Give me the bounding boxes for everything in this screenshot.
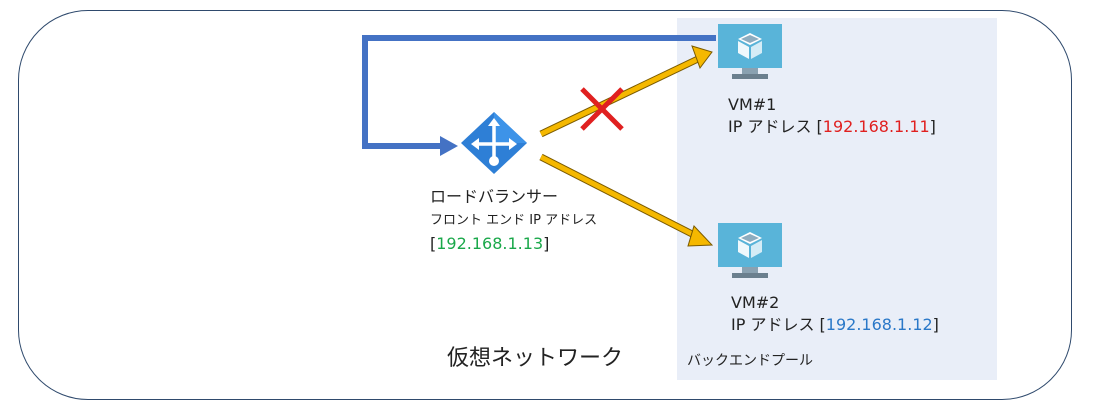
vm1-ip-line: IP アドレス [192.168.1.11]	[728, 117, 936, 136]
frontend-ip-address: 192.168.1.13	[436, 234, 544, 253]
load-balancer-icon	[461, 112, 527, 174]
virtual-machine-icon	[718, 24, 782, 79]
backend-pool-label: バックエンドプール	[687, 353, 813, 369]
traffic-arrow-vm2-head	[687, 225, 714, 247]
load-balancer-title: ロードバランサー	[430, 187, 559, 206]
backend-pool-area	[677, 18, 997, 380]
virtual-network-boundary	[18, 10, 1072, 400]
virtual-machine-icon	[718, 223, 782, 278]
vm2-name: VM#2	[731, 293, 780, 312]
frontend-ip-value: [192.168.1.13]	[430, 234, 550, 253]
virtual-network-label: 仮想ネットワーク	[447, 346, 624, 371]
vm1-name: VM#1	[728, 95, 777, 114]
return-arrow	[362, 35, 716, 149]
frontend-ip-label: フロント エンド IP アドレス	[430, 213, 598, 228]
blocked-x-icon	[580, 87, 624, 131]
vm1-ip-address: 192.168.1.11	[822, 117, 930, 136]
traffic-arrow-vm1-head	[691, 45, 713, 70]
return-arrow-head	[440, 136, 458, 156]
vm2-ip-line: IP アドレス [192.168.1.12]	[731, 315, 939, 334]
vm2-ip-address: 192.168.1.12	[825, 315, 933, 334]
